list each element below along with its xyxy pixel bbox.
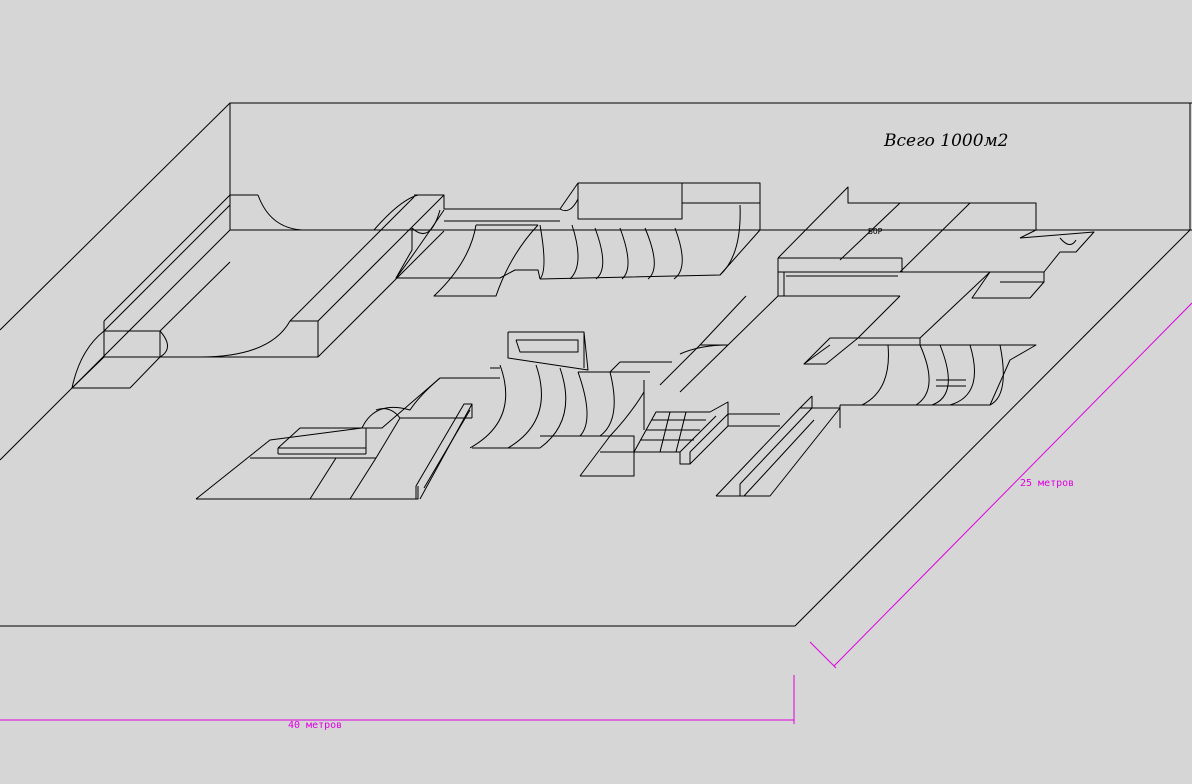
central-spine: [659, 295, 859, 393]
width-dimension-label: 40 метров: [288, 720, 342, 731]
total-area-label: Всего 1000м2: [883, 131, 1008, 151]
floor-slab: [0, 102, 1192, 627]
dimension-width: 40 метров: [0, 675, 795, 731]
quarter-pipe-left: [71, 194, 445, 389]
funbox-left: [195, 377, 473, 500]
launch-ramp-right: [715, 395, 841, 497]
central-wave-box: [440, 331, 672, 477]
wave-set-right: [839, 344, 1037, 428]
depth-dimension-label: 25 метров: [1020, 478, 1074, 489]
back-wave-ramps: [395, 182, 761, 297]
dimension-depth: 25 метров: [809, 302, 1192, 669]
funbox-right: [777, 186, 1095, 345]
box-tag-label: БОР: [868, 227, 883, 236]
stairs: [633, 401, 729, 465]
